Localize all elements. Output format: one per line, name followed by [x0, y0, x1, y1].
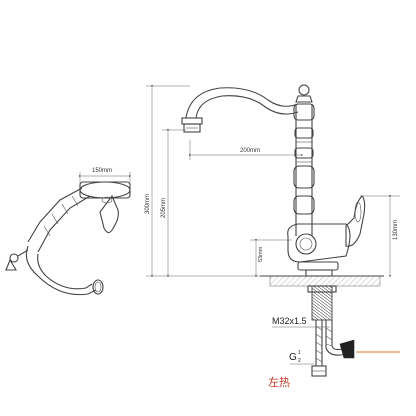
dim-base-height: 53mm [258, 246, 264, 262]
hot-side-label: 左热 [268, 376, 290, 389]
dim-spout-height: 205mm [161, 198, 167, 218]
lever-handle [345, 195, 366, 247]
base-collar [297, 261, 339, 271]
dim-overall-height: 300mm [145, 194, 151, 214]
hose-end-right [339, 339, 355, 359]
dim-handle-height: 130mm [393, 220, 399, 240]
dim-top-width: 150mm [92, 168, 112, 174]
dim-spout-reach: 200mm [240, 148, 260, 154]
thread-spec-label: M32x1.5 [272, 316, 307, 326]
mixer-body [287, 223, 351, 263]
countertop [269, 275, 381, 287]
finial [298, 84, 310, 96]
connector-label-sup: 1 [298, 350, 301, 356]
side-view: 300mm 205mm 200mm 53mm 130mm [145, 84, 400, 377]
spout [185, 87, 299, 119]
connector-label: G [289, 352, 297, 363]
threaded-shank [311, 285, 333, 321]
body-column [295, 104, 313, 236]
top-view: 150mm [5, 168, 132, 296]
connector-label-sub: 2 [298, 358, 301, 364]
